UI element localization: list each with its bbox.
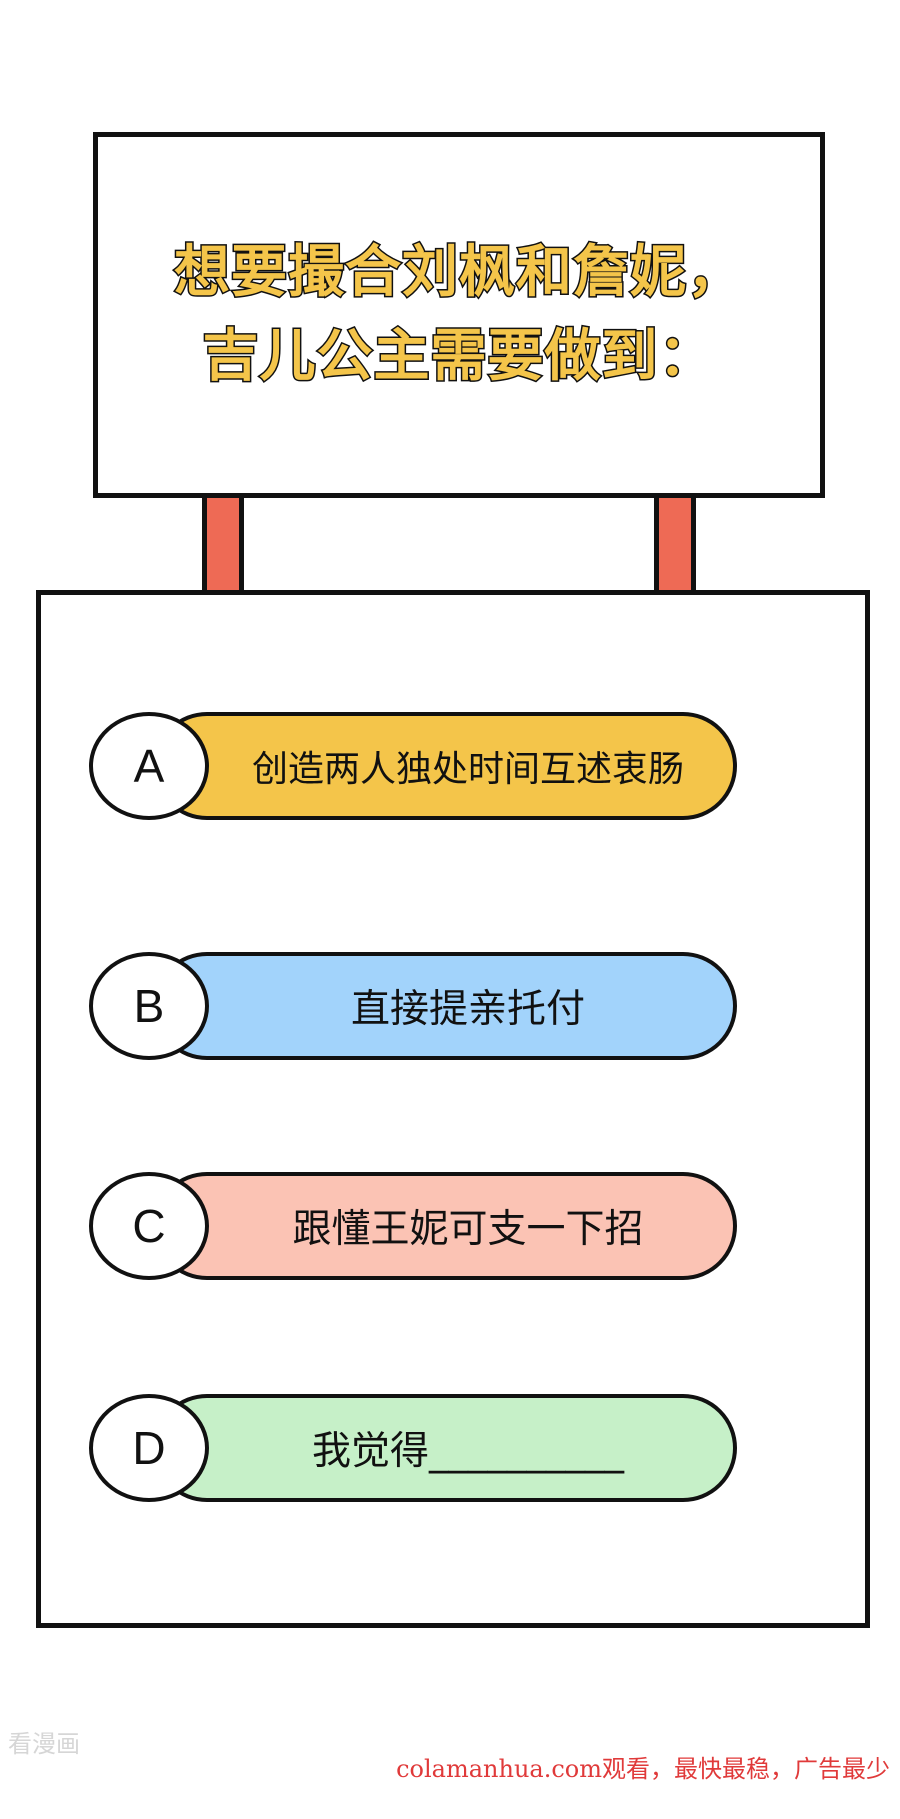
option-a[interactable]: 创造两人独处时间互述衷肠 A	[89, 712, 737, 820]
option-a-text: 创造两人独处时间互述衷肠	[251, 749, 684, 790]
option-d[interactable]: 我觉得__________ D	[89, 1394, 737, 1502]
option-d-text: 我觉得__________	[311, 1429, 624, 1474]
option-b-letter: B	[89, 952, 209, 1060]
option-a-pill[interactable]: 创造两人独处时间互述衷肠	[153, 712, 737, 820]
sign-post-left	[202, 498, 244, 590]
option-b-pill[interactable]: 直接提亲托付	[153, 952, 737, 1060]
sign-post-right	[654, 498, 696, 590]
option-c-text: 跟懂王妮可支一下招	[292, 1207, 644, 1252]
question-line-1: 想要撮合刘枫和詹妮，	[173, 240, 745, 306]
option-c-letter: C	[89, 1172, 209, 1280]
option-b-text: 直接提亲托付	[350, 987, 585, 1032]
question-line-2: 吉儿公主需要做到：	[201, 324, 716, 389]
option-b[interactable]: 直接提亲托付 B	[89, 952, 737, 1060]
option-d-letter: D	[89, 1394, 209, 1502]
question-sign: 想要撮合刘枫和詹妮， 吉儿公主需要做到：	[93, 132, 825, 498]
option-d-pill[interactable]: 我觉得__________	[153, 1394, 737, 1502]
watermark: 看漫画	[8, 1730, 80, 1758]
option-c[interactable]: 跟懂王妮可支一下招 C	[89, 1172, 737, 1280]
option-c-pill[interactable]: 跟懂王妮可支一下招	[153, 1172, 737, 1280]
option-a-letter: A	[89, 712, 209, 820]
footer-site-text: colamanhua.com观看，最快最稳，广告最少	[396, 1755, 890, 1783]
